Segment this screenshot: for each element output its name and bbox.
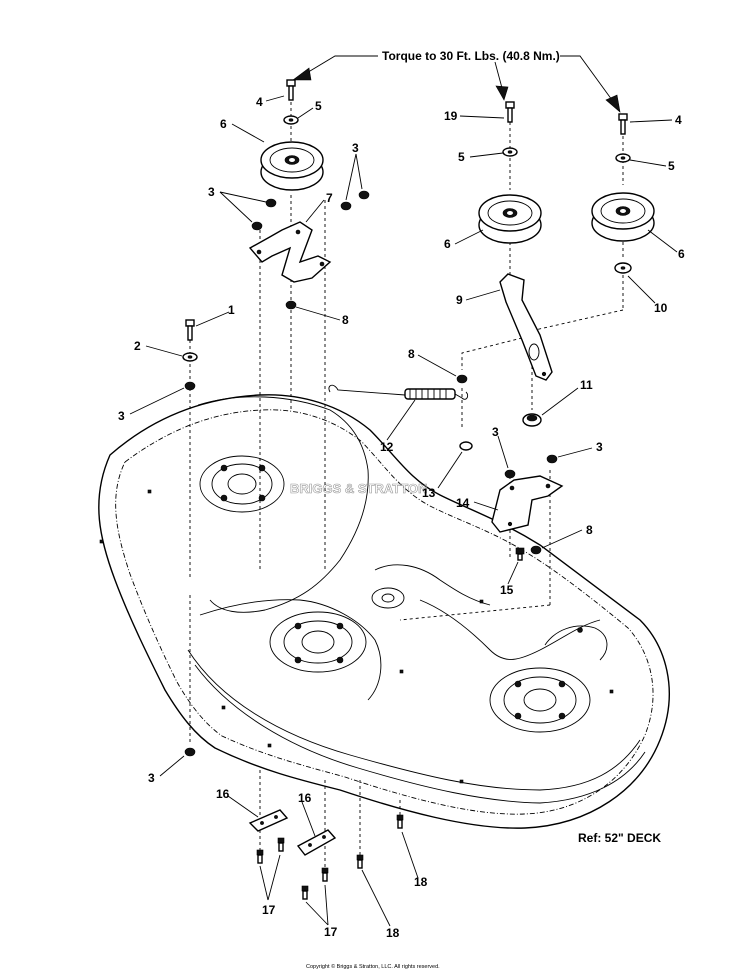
idler-arm-part-9: [499, 273, 553, 381]
nut-part-3-group-right: [504, 454, 558, 479]
bolt-part-4-right: [618, 113, 628, 135]
callout-11: 11: [580, 378, 593, 392]
bolt-part-17-group: [256, 837, 329, 900]
plate-part-16-left: [248, 809, 289, 832]
washer-part-5-right: [615, 153, 631, 163]
callout-3-mid: 3: [492, 425, 499, 439]
callout-18-bottom: 18: [386, 926, 400, 940]
nut-part-3-left: [184, 381, 196, 757]
pulley-part-6-left: [260, 141, 324, 191]
callout-18-top: 18: [414, 875, 428, 889]
callout-9: 9: [456, 293, 463, 307]
torque-arrows: [292, 55, 621, 113]
callout-4-right: 4: [675, 113, 682, 127]
callout-19: 19: [444, 109, 458, 123]
callout-8-top: 8: [342, 313, 349, 327]
callout-13: 13: [422, 486, 436, 500]
callout-14: 14: [456, 496, 470, 510]
callout-3-bottom: 3: [148, 771, 155, 785]
callout-10: 10: [654, 301, 668, 315]
bolt-part-4-left: [286, 79, 296, 101]
bracket-part-7: [248, 221, 332, 283]
callout-3-top-left: 3: [208, 185, 215, 199]
spring-part-12: [328, 384, 469, 400]
callout-8-right: 8: [586, 523, 593, 537]
bolt-part-19: [505, 101, 515, 123]
bolt-part-18-group: [356, 814, 404, 869]
callout-17-right: 17: [324, 925, 338, 939]
callout-3-top-right: 3: [352, 141, 359, 155]
reference-label: Ref: 52" DECK: [578, 831, 661, 845]
mower-deck: BRIGGS & STRATTON: [98, 394, 670, 829]
washer-part-13: [459, 441, 473, 451]
callout-16-left: 16: [216, 787, 230, 801]
watermark-text: BRIGGS & STRATTON: [290, 481, 427, 496]
nut-part-8-right: [530, 545, 542, 555]
pulley-part-6-right: [591, 192, 655, 242]
callout-leaders: [129, 95, 678, 927]
callout-2: 2: [134, 339, 141, 353]
callout-5-center: 5: [458, 150, 465, 164]
bolt-part-1: [185, 319, 195, 341]
callout-8-mid: 8: [408, 347, 415, 361]
callout-labels: Torque to 30 Ft. Lbs. (40.8 Nm.) 4 5 6 3…: [118, 49, 685, 970]
callout-1: 1: [228, 303, 235, 317]
washer-part-5-center: [502, 147, 518, 157]
bolt-part-15: [515, 547, 525, 561]
callout-16-right: 16: [298, 791, 312, 805]
nut-part-8-mid: [456, 374, 468, 384]
callout-6-right: 6: [678, 247, 685, 261]
washer-part-5-left: [283, 115, 299, 125]
callout-15: 15: [500, 583, 514, 597]
pulley-part-6-center: [478, 194, 542, 244]
spacer-part-11: [522, 413, 542, 427]
callout-3-left: 3: [118, 409, 125, 423]
torque-note: Torque to 30 Ft. Lbs. (40.8 Nm.): [382, 49, 560, 63]
callout-5-left: 5: [315, 99, 322, 113]
callout-6-center: 6: [444, 237, 451, 251]
nut-part-3-group-top: [251, 190, 370, 231]
washer-part-2: [182, 352, 198, 362]
callout-6-left: 6: [220, 117, 227, 131]
callout-17-left: 17: [262, 903, 276, 917]
callout-7: 7: [326, 191, 333, 205]
callout-4-left: 4: [256, 95, 263, 109]
callout-3-right: 3: [596, 440, 603, 454]
washer-part-10: [614, 262, 632, 274]
nut-part-8-top: [285, 300, 297, 310]
plate-part-16-right: [296, 829, 337, 856]
callout-5-right: 5: [668, 159, 675, 173]
bracket-part-14: [491, 475, 564, 533]
copyright-text: Copyright © Briggs & Stratton, LLC. All …: [306, 963, 440, 970]
callout-12: 12: [380, 440, 394, 454]
